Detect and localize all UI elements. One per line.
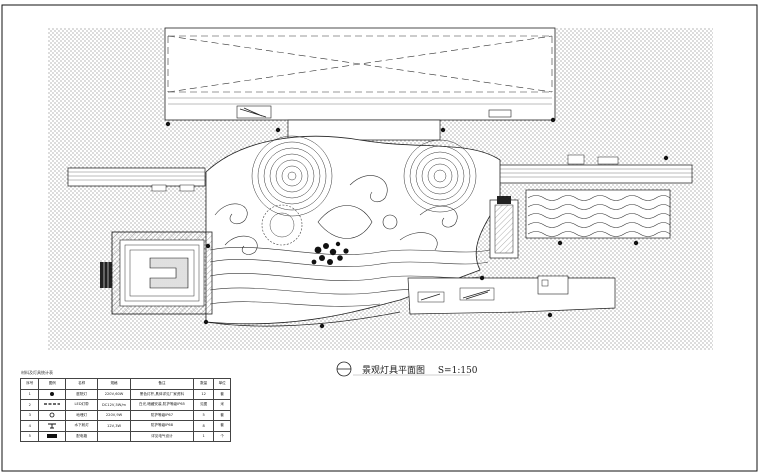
table-row: 4 水下射灯 12V,3W 防护等级IP68 8 套	[19, 420, 231, 432]
legend-cell-name: 水下射灯	[65, 420, 99, 432]
east-water-pool	[525, 189, 671, 239]
legend-cell-name: 地埋灯	[65, 409, 99, 421]
legend-cell-no: 5	[19, 430, 40, 442]
legend-cell-unit: 米	[213, 399, 231, 411]
legend-cell-qty: 8	[192, 420, 215, 432]
legend-cell-name: 配电箱	[65, 430, 99, 442]
courtyard-lamps	[165, 117, 669, 329]
legend-cell-qty: 12	[192, 388, 215, 400]
concentric-paving-right	[403, 139, 477, 213]
legend-cell-spec: DC12V,5W/m	[97, 399, 131, 411]
boulder-cluster	[311, 241, 349, 265]
legend-cell-note: 防护等级IP67	[129, 409, 194, 421]
dot-symbol-icon	[38, 388, 67, 400]
dash-line-symbol-icon	[38, 399, 67, 411]
legend-cell-unit: 套	[213, 420, 231, 432]
legend-cell-name: 庭院灯	[65, 388, 99, 400]
fountain-symbol-icon	[38, 420, 67, 432]
leaf-feature	[317, 205, 373, 239]
legend-cell-spec: 12V,3W	[97, 420, 131, 432]
legend-header: 序号	[19, 378, 40, 390]
legend-cell-spec	[97, 430, 131, 442]
legend-cell-qty: 1	[192, 430, 215, 442]
table-row: 3 地埋灯 220V,9W 防护等级IP67 5 套	[19, 409, 231, 421]
plan-scale: S=1:150	[437, 366, 478, 376]
table-row: 5 配电箱 详见电气设计 1 个	[19, 430, 231, 442]
legend-header: 备注	[129, 378, 194, 390]
legend-cell-spec: 220V,60W	[97, 388, 131, 400]
legend-header: 名称	[65, 378, 99, 390]
south-platform	[407, 275, 616, 315]
legend-cell-spec: 220V,9W	[97, 409, 131, 421]
legend-header: 单位	[213, 378, 231, 390]
box-symbol-icon	[38, 430, 67, 442]
legend-cell-no: 1	[19, 388, 40, 400]
pavilion-pier	[489, 196, 519, 259]
west-walkway	[67, 167, 206, 192]
section-symbol	[336, 361, 352, 377]
legend-table: 序号 图例 名称 规格 备注 数量 单位 1 庭院灯 220V,60W 黑色灯杆…	[19, 378, 231, 442]
ground-light-ring	[261, 204, 303, 246]
legend-cell-no: 2	[19, 399, 40, 411]
legend-header-row: 序号 图例 名称 规格 备注 数量 单位	[19, 378, 231, 390]
legend-cell-qty: 5	[192, 409, 215, 421]
west-sunken-court	[100, 231, 213, 315]
table-row: 1 庭院灯 220V,60W 黑色灯杆,具体详见厂家资料 12 套	[19, 388, 231, 400]
building-block-top	[164, 27, 556, 121]
sheet-border	[1, 4, 758, 472]
legend-cell-unit: 套	[213, 409, 231, 421]
plan-title-text: 景观灯具平面图	[362, 366, 426, 376]
legend-cell-note: 防护等级IP68	[129, 420, 194, 432]
plan-title: 景观灯具平面图 S=1:150	[362, 363, 478, 376]
legend-cell-qty: 见图	[192, 399, 215, 411]
east-walkway	[487, 154, 693, 184]
legend-cell-unit: 套	[213, 388, 231, 400]
legend-cell-no: 3	[19, 409, 40, 421]
legend-cell-unit: 个	[213, 430, 231, 442]
table-row: 2 LED灯带 DC12V,5W/m 白光,暗藏安装,防护等级IP65 见图 米	[19, 399, 231, 411]
legend-header: 数量	[192, 378, 215, 390]
legend-header: 规格	[97, 378, 131, 390]
legend-header: 图例	[38, 378, 67, 390]
legend-cell-note: 白光,暗藏安装,防护等级IP65	[129, 399, 194, 411]
ring-symbol-icon	[38, 409, 67, 421]
legend-cell-name: LED灯带	[65, 399, 99, 411]
south-path	[205, 311, 401, 327]
concentric-paving-left	[251, 135, 333, 217]
legend-cell-no: 4	[19, 420, 40, 432]
legend-cell-note: 黑色灯杆,具体详见厂家资料	[129, 388, 194, 400]
legend-caption: 材料及灯具统计表	[21, 370, 53, 375]
legend-cell-note: 详见电气设计	[129, 430, 194, 442]
